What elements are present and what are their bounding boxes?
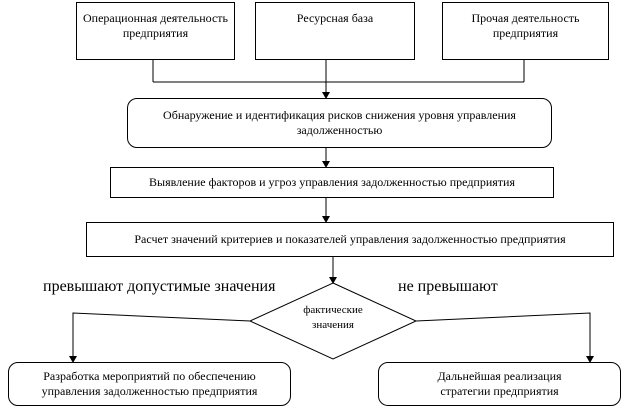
- box-develop: Разработка мероприятий по обеспечению уп…: [8, 362, 291, 406]
- label-exceed: превышают допустимые значения: [43, 278, 276, 295]
- decision-diamond: [248, 282, 418, 360]
- box-factors-text: Выявление факторов и угроз управления за…: [149, 175, 515, 189]
- box-calc: Расчет значений критериев и показателей …: [86, 222, 614, 257]
- decision-text: фактические значения: [303, 304, 363, 331]
- box-resource: Ресурсная база: [255, 2, 415, 60]
- box-detect-text: Обнаружение и идентификация рисков сниже…: [163, 108, 516, 137]
- box-continue-text: Дальнейшая реализация стратегии предприя…: [437, 369, 562, 398]
- box-factors: Выявление факторов и угроз управления за…: [110, 167, 554, 198]
- box-detect: Обнаружение и идентификация рисков сниже…: [127, 98, 552, 148]
- box-operational-text: Операционная деятельность предприятия: [82, 11, 229, 40]
- box-operational: Операционная деятельность предприятия: [76, 2, 235, 60]
- box-calc-text: Расчет значений критериев и показателей …: [134, 232, 566, 246]
- arrow-to-continue: [415, 312, 594, 363]
- arrow-to-develop: [69, 312, 251, 363]
- box-develop-text: Разработка мероприятий по обеспечению уп…: [41, 369, 258, 398]
- box-other: Прочая деятельность предприятия: [442, 2, 609, 60]
- label-not-exceed: не превышают: [398, 278, 498, 295]
- box-other-text: Прочая деятельность предприятия: [471, 11, 580, 40]
- box-continue: Дальнейшая реализация стратегии предприя…: [378, 362, 621, 406]
- box-resource-text: Ресурсная база: [296, 11, 374, 25]
